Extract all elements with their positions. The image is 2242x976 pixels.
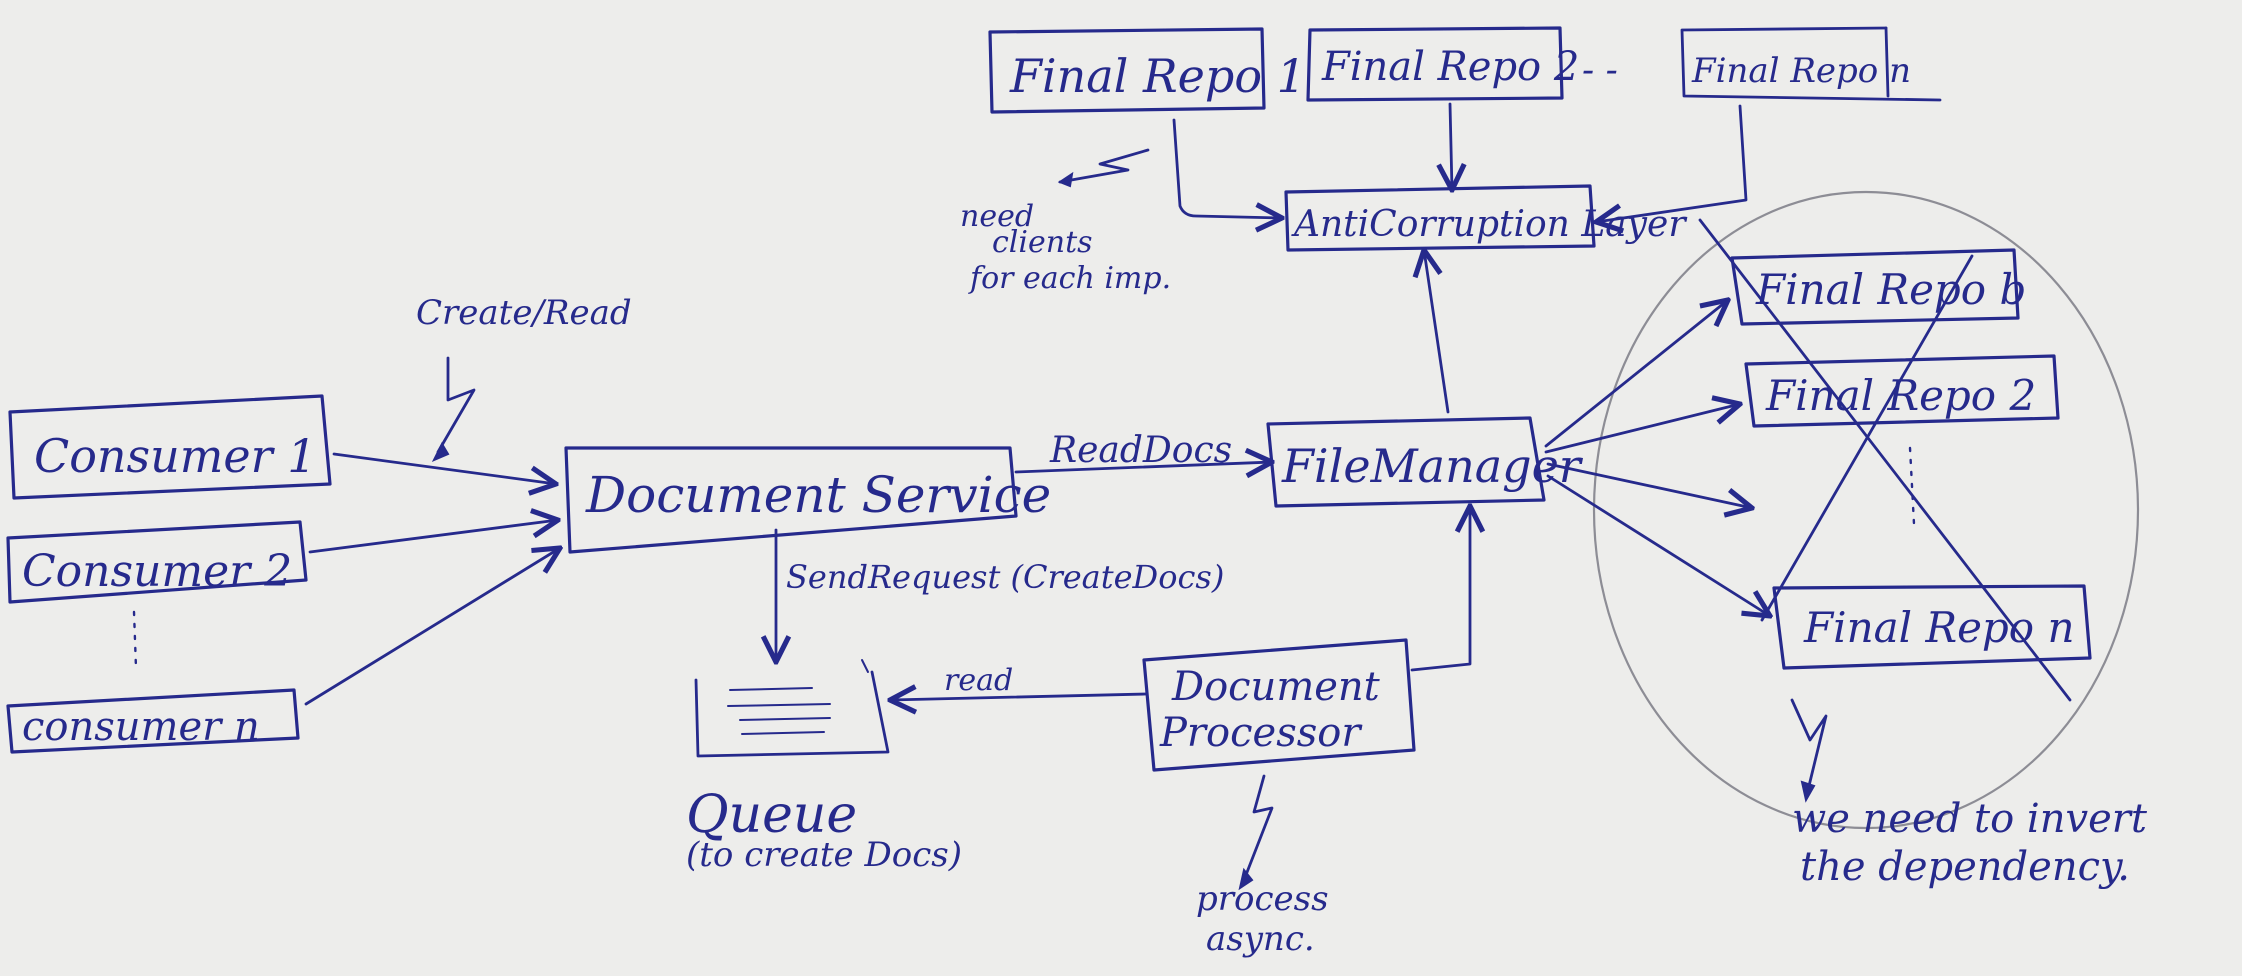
document-processor-label-2: Processor (1159, 710, 1363, 756)
right-repos-ellipsis (1908, 446, 1916, 526)
top-ellipsis: - - (1582, 50, 1618, 91)
process-async-line1: process (1196, 879, 1329, 919)
filemanager-to-ellipsis-arrow (1546, 462, 1752, 508)
anti-corruption-layer-label: AntiCorruption Layer (1291, 204, 1687, 245)
document-service-label: Document Service (585, 466, 1051, 524)
repon-to-acl-arrow (1596, 104, 1748, 222)
document-processor-label-1: Document (1171, 664, 1381, 710)
consumer-n-label: consumer n (22, 704, 260, 750)
file-manager-label: FileManager (1281, 439, 1584, 493)
filemanager-to-acl-arrow (1424, 250, 1450, 414)
repo2-to-acl-arrow (1450, 102, 1452, 190)
repos-circle (1592, 190, 2140, 830)
processor-to-queue-arrow (890, 694, 1148, 700)
filemanager-to-repo-2-arrow (1544, 404, 1740, 454)
final-repo-2-top-label: Final Repo 2 (1321, 44, 1579, 90)
document-service-box: Document Service (564, 446, 1051, 554)
process-async-lightning-icon (1242, 774, 1274, 882)
consumer-1-box: Consumer 1 (8, 394, 332, 500)
filemanager-to-repo-b-arrow (1544, 300, 1728, 448)
docservice-to-filemanager-arrow (1014, 462, 1272, 472)
final-repo-b-label: Final Repo b (1755, 265, 2026, 314)
invert-note-line2: the dependency. (1800, 844, 2130, 890)
consumer1-to-docservice-arrow (332, 452, 556, 484)
final-repo-1-box: Final Repo 1 (988, 27, 1306, 114)
processor-to-filemanager-arrow (1410, 506, 1470, 672)
queue-lines-icon (727, 687, 831, 735)
document-processor-box: Document Processor (1142, 638, 1416, 772)
read-docs-label: ReadDocs (1049, 430, 1232, 471)
filemanager-to-repo-n-arrow (1546, 474, 1770, 616)
final-repo-n-top-label: Final Repo n (1691, 51, 1911, 91)
consumer-n-box: consumer n (6, 688, 300, 754)
create-read-lightning-icon (436, 356, 476, 454)
consumer-2-label: Consumer 2 (22, 546, 292, 597)
repo1-to-acl-arrow (1172, 118, 1282, 218)
final-repo-b-box: Final Repo b (1730, 248, 2026, 326)
need-clients-line1: need (960, 199, 1034, 234)
need-clients-line2: clients (992, 225, 1093, 260)
consumer2-to-docservice-arrow (308, 520, 558, 554)
cross-out-line-2 (1760, 254, 1974, 622)
cross-out-line-1 (1698, 218, 2072, 702)
final-repo-1-label: Final Repo 1 (1009, 49, 1306, 103)
consumer-2-box: Consumer 2 (6, 520, 308, 604)
process-async-line2: async. (1206, 919, 1315, 959)
invert-lightning-icon (1790, 698, 1828, 792)
final-repo-n-top-box: Final Repo n (1680, 26, 1942, 102)
send-request-label: SendRequest (CreateDocs) (786, 558, 1224, 596)
create-read-label: Create/Read (416, 293, 632, 333)
final-repo-2-box: Final Repo 2 (1744, 354, 2060, 428)
final-repo-n-box: Final Repo n (1772, 584, 2092, 670)
consumer-ellipsis (132, 610, 138, 670)
consumern-to-docservice-arrow (304, 548, 560, 706)
consumer-1-label: Consumer 1 (34, 429, 316, 483)
queue-sub-label: (to create Docs) (686, 835, 962, 875)
final-repo-n-label: Final Repo n (1803, 603, 2075, 652)
lightning-icon (1058, 148, 1150, 184)
read-label: read (944, 663, 1013, 698)
file-manager-box: FileManager (1266, 416, 1584, 508)
queue-box (694, 659, 890, 758)
queue-label: Queue (686, 785, 857, 845)
invert-note-line1: we need to invert (1792, 796, 2148, 842)
final-repo-2-top-box: Final Repo 2 (1306, 26, 1579, 102)
need-clients-line3: for each imp. (968, 261, 1171, 296)
